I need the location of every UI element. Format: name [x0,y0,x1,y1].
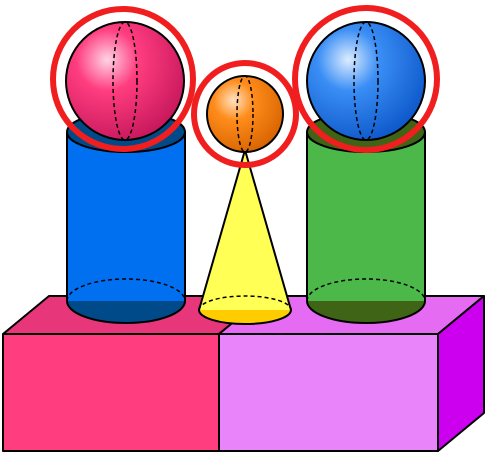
orange-sphere [206,75,284,153]
orange-sphere-highlight-ring [191,60,299,168]
green-cylinder [306,111,426,324]
blue-sphere [306,21,426,141]
yellow-cone [198,149,292,325]
yellow-cone-body [199,150,291,310]
violet-block-side [437,295,485,452]
blue-cylinder [66,111,186,324]
blue-sphere-highlight-ring [292,5,440,153]
green-cylinder-body [307,132,425,301]
highlight-rings [50,5,440,168]
pink-block-front [2,333,220,452]
pink-sphere [65,21,185,141]
base-blocks [2,295,485,452]
blue-cylinder-body [67,132,185,301]
violet-block-front [218,333,439,452]
pink-sphere-highlight-ring [50,6,196,152]
